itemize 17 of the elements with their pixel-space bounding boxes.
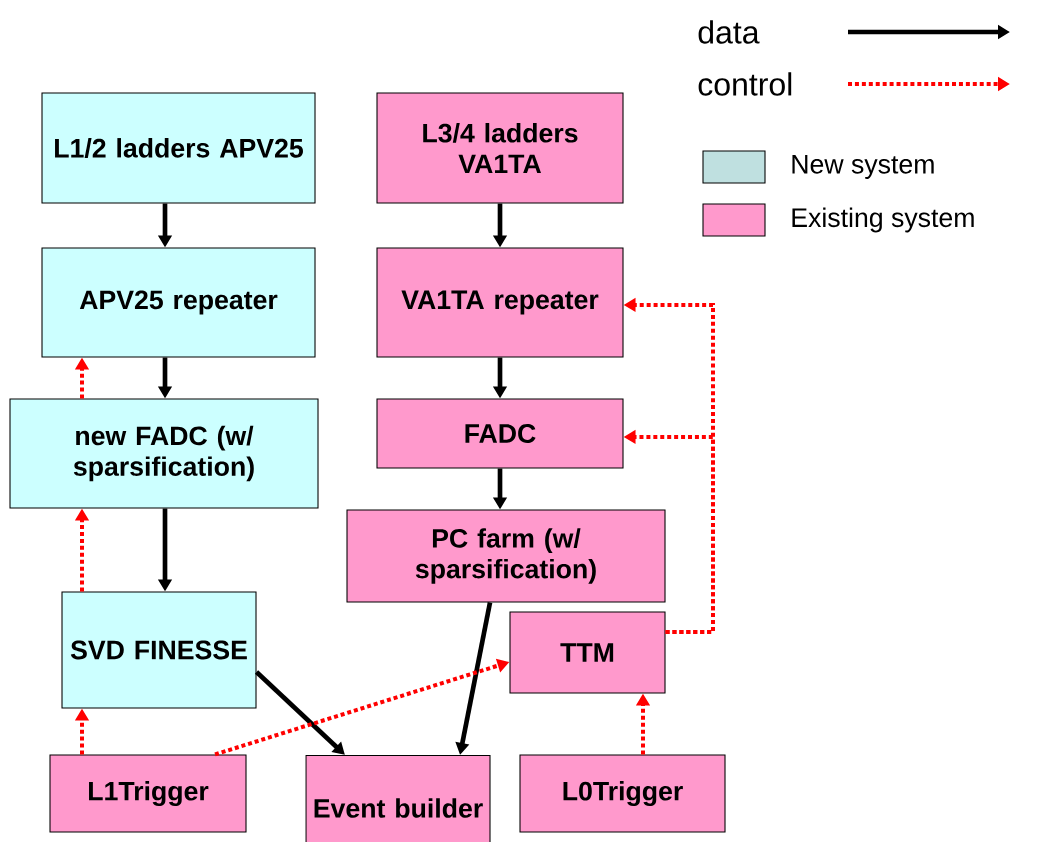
legend-label: data xyxy=(698,20,760,44)
legend-label: control xyxy=(698,72,792,96)
process-box: Event builder xyxy=(305,755,491,842)
process-box: L0Trigger xyxy=(519,754,726,833)
process-box: L1/2 ladders APV25 xyxy=(41,92,316,204)
process-box: L3/4 ladders VA1TA xyxy=(376,92,624,204)
process-box: new FADC (w/ sparsification) xyxy=(9,398,319,509)
arrow xyxy=(254,670,345,755)
legend-label: Existing system xyxy=(792,207,974,233)
process-box: PC farm (w/ sparsification) xyxy=(346,509,666,603)
process-box: VA1TA repeater xyxy=(376,247,624,358)
process-box: APV25 repeater xyxy=(41,247,316,358)
legend-label: New system xyxy=(792,155,934,179)
process-box: FADC xyxy=(376,398,624,469)
process-box: TTM xyxy=(509,611,666,694)
process-box: SVD FINESSE xyxy=(61,591,257,709)
process-box: L1Trigger xyxy=(49,754,247,833)
